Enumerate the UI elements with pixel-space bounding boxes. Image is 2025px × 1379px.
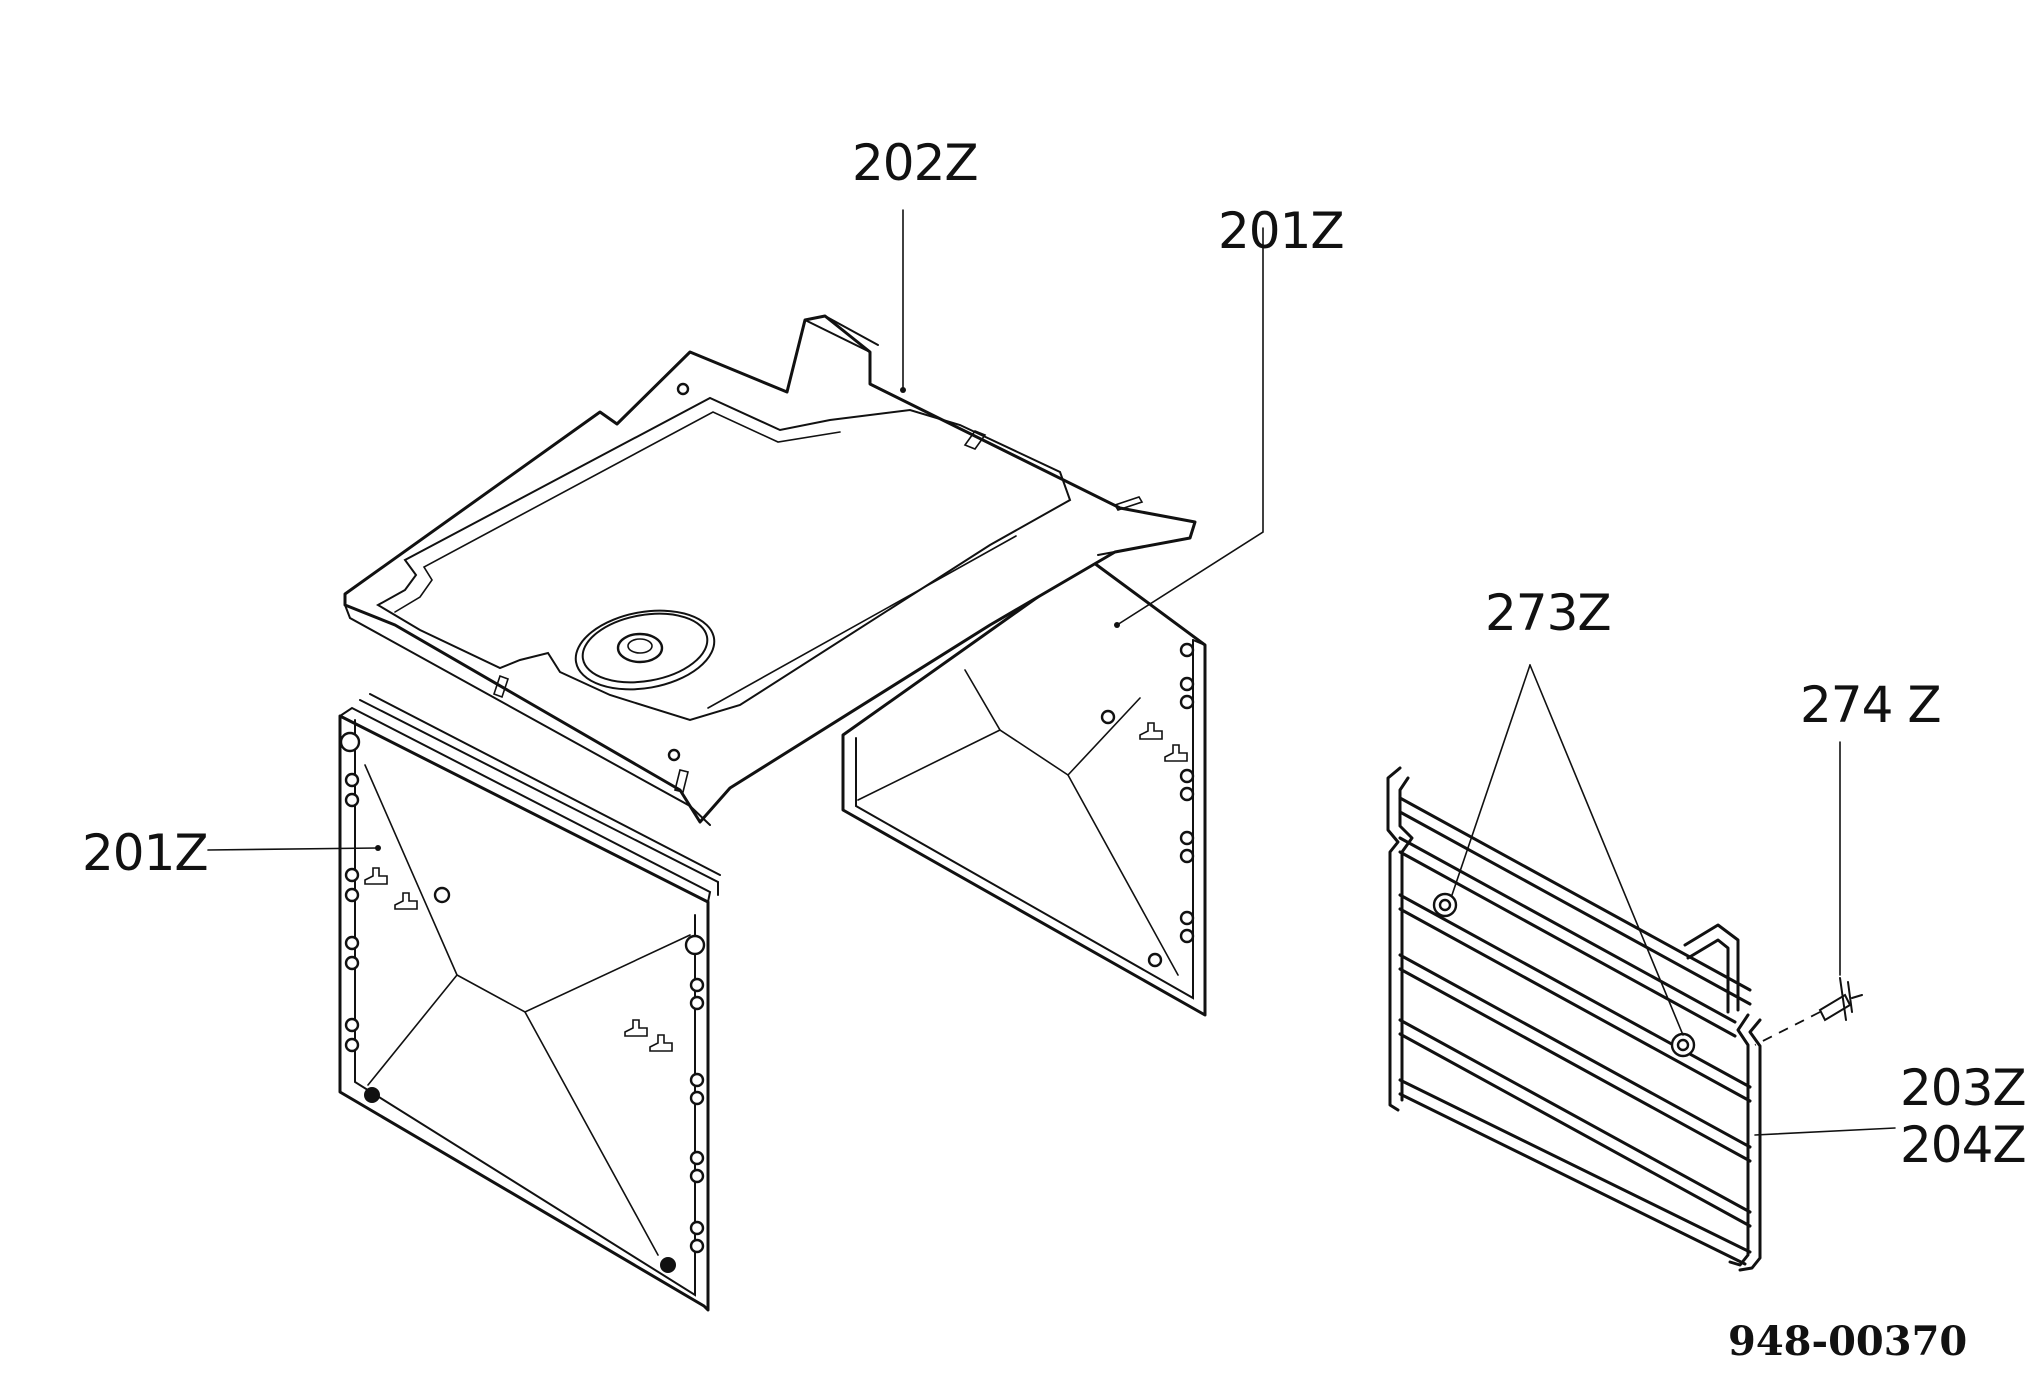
right-side-panel — [841, 558, 1207, 1017]
leader-lines — [207, 209, 1896, 1136]
label-274z: 274 Z — [1800, 676, 1941, 734]
label-204z: 204Z — [1900, 1116, 2025, 1174]
wire-rack — [1386, 766, 1762, 1272]
drawing-number: 948-00370 — [1728, 1318, 1967, 1365]
label-201z-right: 201Z — [1218, 202, 1344, 260]
label-201z-left: 201Z — [82, 824, 208, 882]
label-273z: 273Z — [1485, 584, 1611, 642]
label-203z: 203Z — [1900, 1059, 2025, 1117]
clip-part — [1754, 977, 1863, 1046]
top-plate — [343, 314, 1197, 826]
label-202z: 202Z — [852, 134, 978, 192]
rack-rails — [1398, 796, 1752, 1266]
left-side-panel — [338, 693, 721, 1312]
